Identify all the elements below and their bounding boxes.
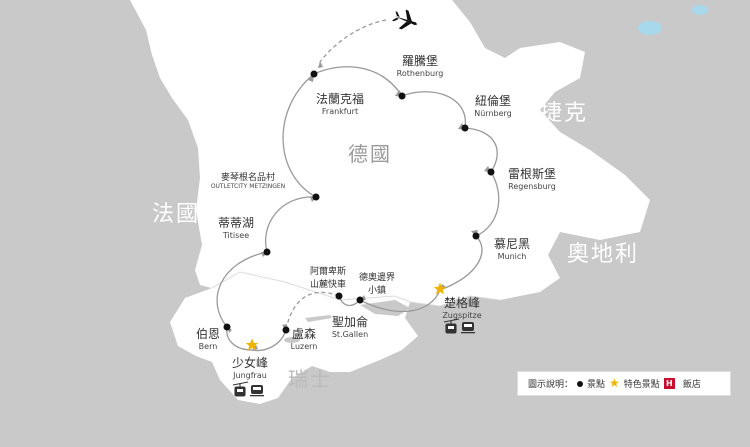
country-label-germany: 德國 [348, 142, 392, 166]
spot-dot-icon [398, 92, 406, 100]
border-lines [211, 271, 501, 307]
spot-dot-icon [335, 292, 343, 300]
spot-dot-icon [310, 70, 318, 78]
train-icon [461, 322, 475, 334]
lake-zurich [305, 315, 332, 322]
spot-dot-icon [356, 296, 364, 304]
lake-luzern [284, 337, 300, 343]
route-rothenburg-nurnberg [401, 91, 466, 129]
route-nurnberg-regensburg [464, 127, 498, 173]
spot-dot-icon [472, 232, 480, 240]
route-bern-titisee [216, 251, 268, 328]
lake-north [638, 21, 662, 35]
route-regensburg-munich [475, 171, 500, 237]
route-munich-zugspitze [439, 235, 483, 291]
place-label-bern: 伯恩 Bern [195, 327, 221, 351]
place-label-regensburg: 雷根斯堡 Regensburg [507, 167, 557, 191]
spot-dot-icon [223, 323, 231, 331]
place-label-titisee: 蒂蒂湖 Titisee [217, 216, 255, 240]
legend-spot-label: 景點 [587, 380, 606, 390]
place-label-munich: 慕尼黑 Munich [493, 237, 531, 261]
place-label-luzern: 盧森 Luzern [290, 327, 318, 351]
map-legend: 圖示說明： 景點 ★ 特色景點 H 飯店 [517, 371, 731, 396]
cable-car-icon [443, 318, 460, 334]
route-zugspitze-border [359, 289, 441, 313]
place-label-stgallen: 聖加侖 St.Gallen [331, 315, 369, 339]
country-label-czech: 捷克 [540, 101, 589, 126]
legend-title: 圖示說明： [528, 380, 574, 390]
place-label-appenzell-express: 阿爾卑斯 山麓快車 [309, 267, 347, 290]
country-label-switzerland: 瑞士 [288, 367, 332, 391]
feature-star-icon [433, 282, 447, 295]
place-label-jungfrau: 少女峰 Jungfrau [231, 356, 269, 380]
place-label-frankfurt: 法蘭克福 Frankfurt [315, 92, 365, 116]
spot-dot-icon [263, 248, 271, 256]
route-loop [216, 19, 500, 352]
route-titisee-metzingen [265, 196, 317, 253]
route-flight-in [319, 19, 387, 63]
germany-region [130, 0, 650, 306]
cable-car-icon [232, 381, 249, 397]
lake-east [692, 5, 708, 15]
route-frankfurt-rothenburg [313, 66, 403, 97]
feature-star-icon [245, 338, 259, 351]
legend-hotel-label: 飯店 [682, 380, 701, 390]
place-label-border-town: 德奧邊界 小鎮 [358, 273, 396, 296]
spot-dot-icon [577, 380, 584, 387]
place-label-nurnberg: 紐倫堡 Nürnberg [474, 94, 512, 118]
train-icon [250, 385, 264, 397]
country-label-austria: 奧地利 [567, 242, 640, 267]
place-label-zugspitze: 楚格峰 Zugspitze [442, 296, 482, 320]
spot-dot-icon [461, 124, 469, 132]
route-stgallen-luzern [285, 291, 340, 331]
hotel-icon: H [663, 378, 675, 389]
spot-dot-icon [312, 193, 320, 201]
feature-stars [245, 282, 447, 351]
spot-dots [223, 70, 495, 334]
place-label-rothenburg: 羅騰堡 Rothenburg [396, 54, 444, 78]
spot-dot-icon [487, 168, 495, 176]
legend-feature-label: 特色景點 [623, 380, 660, 390]
country-label-france: 法國 [152, 202, 201, 227]
airplane-icon [392, 9, 418, 30]
spot-dot-icon [282, 326, 290, 334]
place-label-metzingen: 麥琴根名品村 OUTLETCITY METZINGEN [210, 173, 286, 190]
route-metzingen-frankfurt [282, 73, 317, 198]
route-luzern-jungfrau [251, 329, 287, 352]
feature-star-icon: ★ [609, 376, 620, 390]
